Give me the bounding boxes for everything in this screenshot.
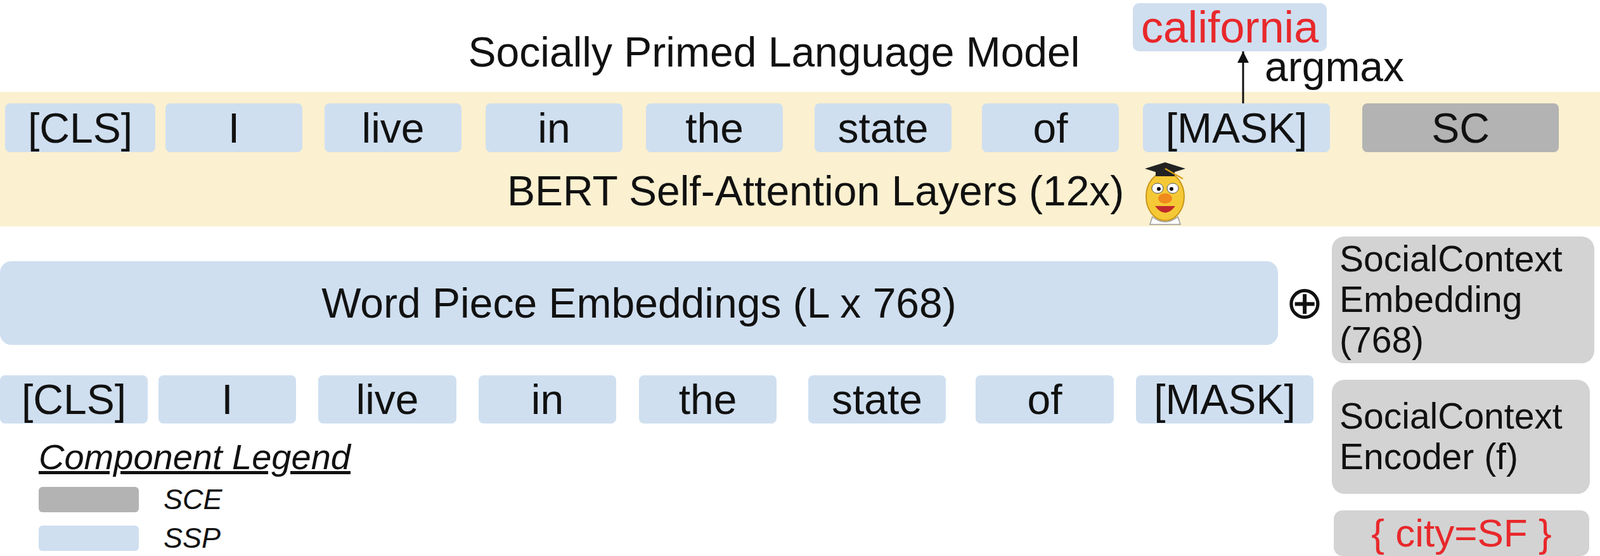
token-box: the — [645, 103, 783, 153]
box-label: I — [221, 378, 233, 421]
token-box: [MASK] — [1142, 103, 1330, 153]
diagram-title: Socially Primed Language Model — [444, 29, 1104, 76]
social-context-embedding-box: SocialContext Embedding (768) — [1331, 236, 1595, 364]
box-label: I — [228, 107, 240, 149]
token-box: I — [158, 375, 297, 424]
token-box: in — [478, 375, 617, 424]
box-label: state — [831, 378, 923, 421]
token-box: in — [485, 103, 623, 153]
embedding-band: Word Piece Embeddings (L x 768) — [0, 261, 1278, 345]
band-label: BERT Self-Attention Layers (12x) — [507, 167, 1124, 215]
bert-nose — [1158, 193, 1173, 204]
box-label: live — [361, 107, 425, 149]
box-label: of — [1032, 107, 1068, 149]
box-label: live — [355, 378, 419, 421]
box-label: the — [685, 107, 744, 149]
connector-label: argmax — [1264, 45, 1405, 88]
legend-swatch — [38, 486, 139, 513]
bert-head — [1146, 172, 1185, 221]
bert-cap-base — [1155, 169, 1175, 177]
legend-heading: Component Legend — [38, 437, 351, 477]
token-box: [MASK] — [1135, 375, 1314, 424]
connector-arrow — [1242, 51, 1245, 104]
legend-label: SSP — [163, 522, 221, 555]
token-box: of — [981, 103, 1119, 153]
box-label: the — [678, 378, 738, 421]
token-box: state — [808, 375, 946, 424]
legend-label: SCE — [163, 483, 223, 516]
token-box: I — [165, 103, 303, 153]
bert-pupil — [1169, 187, 1174, 191]
box-label: of — [1026, 378, 1062, 421]
bert-mouth — [1154, 206, 1176, 213]
box-label: SocialContext Embedding (768) — [1339, 238, 1587, 361]
box-label: [MASK] — [1153, 378, 1296, 421]
token-box: the — [638, 375, 777, 424]
box-label: Word Piece Embeddings (L x 768) — [321, 282, 957, 324]
token-box: of — [975, 375, 1114, 424]
bert-tassel — [1165, 168, 1183, 179]
legend-swatch — [38, 525, 139, 551]
bert-icon — [1144, 162, 1186, 225]
social-context-input-box: { city=SF } — [1333, 510, 1590, 556]
bert-eye — [1151, 183, 1164, 194]
token-box: state — [814, 103, 952, 153]
bert-layers-band: BERT Self-Attention Layers (12x) [CLS] Ili… — [0, 91, 1600, 227]
box-label: SocialContext Encoder (f) — [1339, 396, 1583, 478]
bert-collar — [1149, 216, 1181, 225]
box-label: in — [537, 107, 570, 149]
box-label: california — [1141, 5, 1319, 50]
box-label: { city=SF } — [1371, 513, 1552, 553]
box-label: [MASK] — [1165, 107, 1308, 149]
box-label: in — [531, 378, 564, 421]
box-label: SC — [1431, 107, 1490, 149]
box-label: state — [837, 107, 929, 149]
bert-eye — [1167, 183, 1179, 194]
sum-symbol: ⊕ — [1285, 277, 1324, 328]
token-box: [CLS] — [0, 375, 148, 424]
bert-cap — [1144, 162, 1186, 175]
social-context-token: SC — [1362, 103, 1559, 153]
token-box: [CLS] — [5, 103, 156, 153]
box-label: [CLS] — [27, 107, 133, 149]
box-label: [CLS] — [21, 378, 127, 421]
token-box: live — [318, 375, 457, 424]
connector-group — [1243, 51, 1244, 104]
bert-pupil — [1156, 187, 1161, 191]
social-context-encoder-box: SocialContext Encoder (f) — [1331, 379, 1590, 494]
token-box: live — [324, 103, 462, 153]
prediction-box: california — [1132, 3, 1327, 52]
